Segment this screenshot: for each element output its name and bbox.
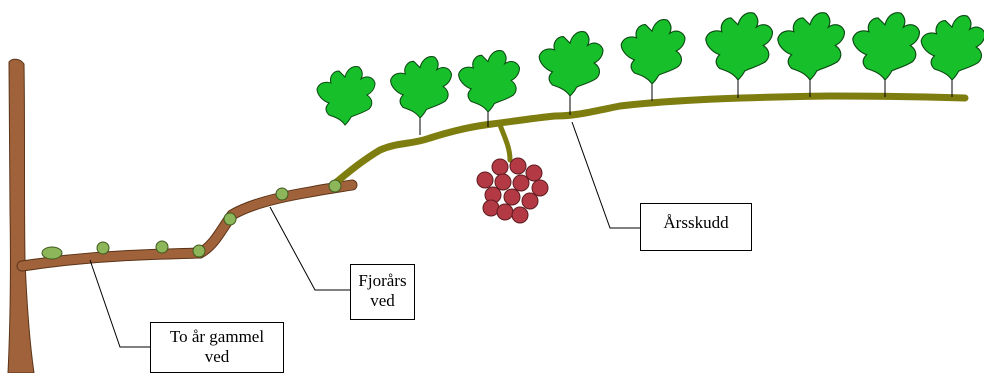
grape	[494, 173, 512, 191]
grape	[511, 206, 529, 224]
grape	[531, 179, 549, 197]
label-annual-shoot-line1: Årsskudd	[663, 213, 729, 232]
grape	[491, 158, 509, 176]
grape	[503, 188, 521, 206]
grape	[509, 157, 527, 175]
grape	[476, 171, 494, 189]
label-last-year-wood-line1: Fjorårs	[358, 271, 407, 290]
leaf	[458, 50, 521, 127]
label-two-year-wood-line2: ved	[204, 347, 230, 366]
leaf	[920, 15, 984, 97]
leader-line-annual-shoot	[571, 121, 640, 229]
grape	[521, 192, 539, 210]
vine-trunk	[7, 58, 35, 373]
leaf	[390, 56, 453, 135]
label-last-year-wood-line2: ved	[370, 291, 395, 310]
bud	[41, 246, 63, 260]
grape-stem	[497, 122, 513, 163]
grape	[496, 203, 514, 221]
leaf	[316, 65, 376, 126]
leaf	[777, 12, 846, 97]
label-last-year-wood: Fjorårs ved	[350, 264, 415, 320]
bud	[223, 212, 237, 226]
bud	[328, 179, 342, 193]
annual-shoot	[329, 92, 969, 189]
two-year-wood-fill	[17, 180, 357, 271]
bud	[96, 241, 110, 255]
label-two-year-wood: To år gammel ved	[150, 322, 284, 373]
bud	[192, 244, 206, 258]
label-annual-shoot: Årsskudd	[640, 203, 752, 251]
bud	[275, 187, 289, 201]
leaf	[852, 12, 921, 97]
leaf	[705, 12, 774, 98]
leaf	[620, 19, 686, 101]
leader-line-two-year-wood	[89, 259, 150, 348]
leaf	[538, 31, 604, 115]
grape	[482, 199, 500, 217]
grape	[512, 174, 530, 192]
bud	[155, 240, 169, 254]
leader-line-last-year-wood	[269, 206, 350, 291]
grape-cluster	[476, 157, 549, 224]
label-two-year-wood-line1: To år gammel	[169, 327, 265, 346]
grape	[525, 164, 543, 182]
